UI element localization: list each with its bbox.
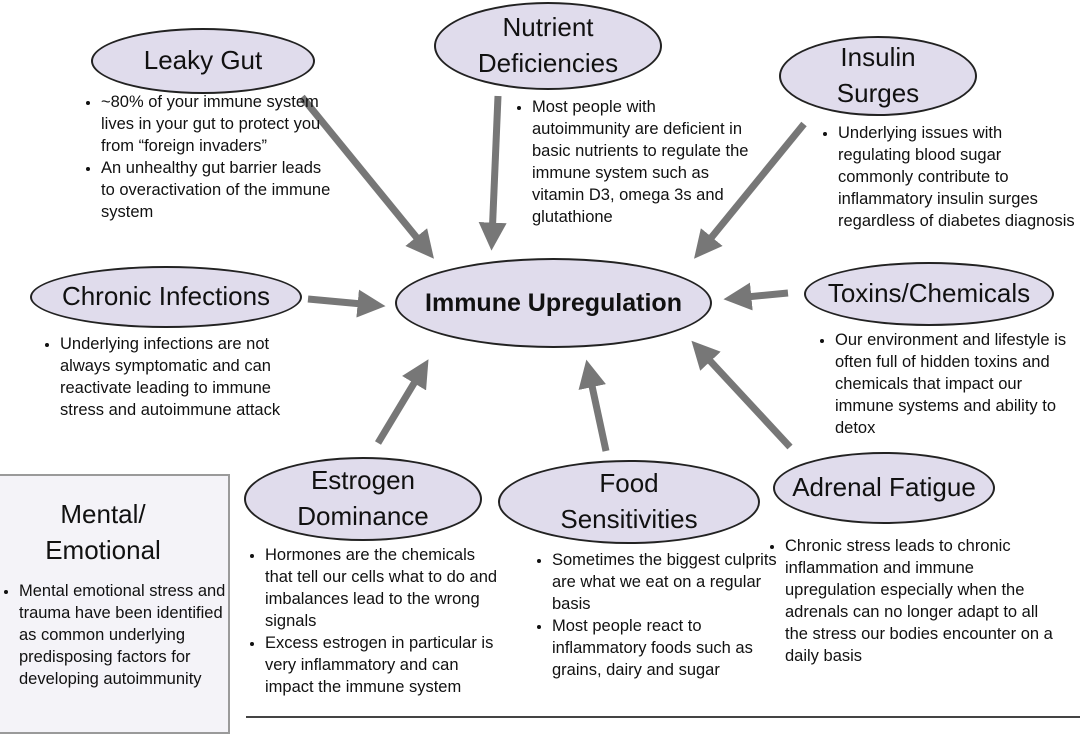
insulin-bullets: Underlying issues with regulating blood … (811, 122, 1078, 232)
center-node-label: Immune Upregulation (425, 288, 682, 317)
estrogen-bullets: Hormones are the chemicals that tell our… (238, 544, 500, 698)
node-title: Leaky Gut (143, 45, 263, 76)
node-adrenal-fatigue: Adrenal Fatigue (773, 452, 995, 524)
mental-bullets: Mental emotional stress and trauma have … (0, 580, 244, 690)
node-chronic-infections: Chronic Infections (30, 266, 302, 328)
toxins-bullets: Our environment and lifestyle is often f… (808, 329, 1080, 439)
list-item: Mental emotional stress and trauma have … (19, 580, 244, 690)
center-node-immune-upregulation: Immune Upregulation (395, 258, 712, 348)
arrow-insulin (694, 121, 807, 259)
food-bullets: Sometimes the biggest culprits are what … (525, 549, 777, 681)
leaky-gut-bullets: ~80% of your immune system lives in your… (74, 91, 331, 223)
list-item: An unhealthy gut barrier leads to overac… (101, 157, 331, 223)
list-item: Most people with autoimmunity are defici… (532, 96, 757, 228)
node-food-sensitivities: Food Sensitivities (498, 460, 760, 544)
list-item: Sometimes the biggest culprits are what … (552, 549, 777, 615)
mental-emotional-title: Mental/ Emotional (45, 499, 161, 565)
node-nutrient-deficiencies: Nutrient Deficiencies (434, 2, 662, 90)
node-title: Toxins/Chemicals (827, 278, 1031, 309)
node-title: Chronic Infections (61, 281, 271, 312)
chronic-infections-bullets: Underlying infections are not always sym… (33, 333, 290, 421)
node-estrogen-dominance: Estrogen Dominance (244, 457, 482, 541)
bottom-divider (246, 716, 1080, 718)
arrow-food (578, 359, 610, 452)
list-item: Underlying infections are not always sym… (60, 333, 290, 421)
list-item: Underlying issues with regulating blood … (838, 122, 1078, 232)
node-toxins-chemicals: Toxins/Chemicals (804, 262, 1054, 326)
list-item: Chronic stress leads to chronic inflamma… (785, 535, 1065, 667)
node-title: Food Sensitivities (560, 468, 698, 534)
list-item: ~80% of your immune system lives in your… (101, 91, 331, 157)
mental-emotional-box (0, 474, 230, 734)
list-item: Excess estrogen in particular is very in… (265, 632, 500, 698)
node-leaky-gut: Leaky Gut (91, 28, 315, 94)
list-item: Most people react to inflammatory foods … (552, 615, 777, 681)
arrow-chronic-infections (307, 289, 386, 318)
node-title: Estrogen Dominance (297, 465, 429, 531)
node-title: Insulin Surges (836, 42, 920, 108)
node-title: Adrenal Fatigue (792, 472, 976, 503)
node-title: Nutrient Deficiencies (477, 12, 619, 78)
list-item: Hormones are the chemicals that tell our… (265, 544, 500, 632)
node-insulin-surges: Insulin Surges (779, 36, 977, 116)
list-item: Our environment and lifestyle is often f… (835, 329, 1080, 439)
arrow-nutrient (478, 95, 507, 251)
arrow-estrogen (375, 359, 429, 445)
arrow-leaky-gut (299, 94, 434, 259)
adrenal-bullets: Chronic stress leads to chronic inflamma… (758, 535, 1065, 667)
arrow-adrenal (691, 340, 793, 450)
nutrient-bullets: Most people with autoimmunity are defici… (505, 96, 757, 228)
arrow-toxins (723, 282, 789, 311)
